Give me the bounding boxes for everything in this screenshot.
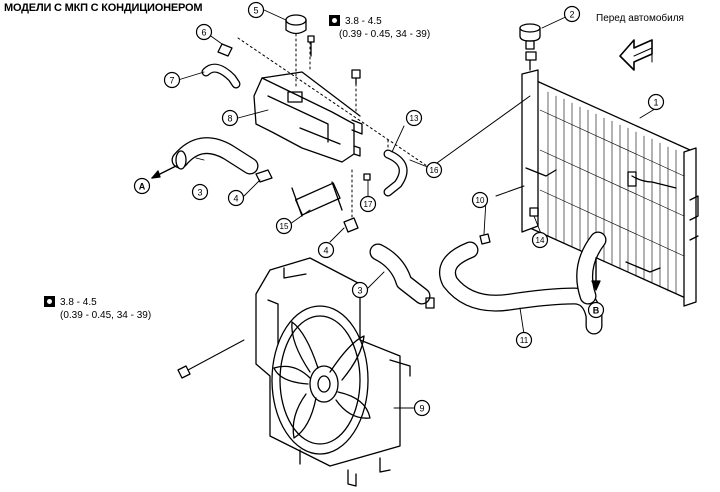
- svg-text:1: 1: [653, 98, 658, 108]
- clip-14: [529, 207, 539, 217]
- svg-text:14: 14: [536, 236, 545, 245]
- marker-b: B: [587, 301, 605, 319]
- svg-text:9: 9: [419, 404, 424, 414]
- front-direction-arrow: [619, 39, 653, 71]
- radiator: [521, 51, 699, 307]
- callout-4a: 4: [227, 189, 245, 207]
- fan-hub: [309, 365, 339, 403]
- svg-text:4: 4: [323, 246, 328, 256]
- callout-12: 12: [347, 121, 362, 136]
- clamp-4a: [255, 169, 273, 183]
- callout-11: 11: [515, 331, 533, 349]
- svg-text:13: 13: [410, 114, 419, 123]
- callout-3a: 3: [191, 183, 209, 201]
- svg-text:8: 8: [227, 114, 232, 124]
- fan-ring-inner: [279, 315, 361, 445]
- clip-6: [217, 43, 233, 57]
- callout-8: 8: [221, 109, 239, 127]
- callouts: 1 2 5 6 7 8 3 4 15 4 3 17 13 16 12 10 14…: [133, 1, 665, 417]
- torque-units: (0.39 - 0.45, 34 - 39): [339, 29, 431, 40]
- callout-5: 5: [247, 1, 265, 19]
- fan-blade: [291, 321, 319, 373]
- callout-10: 10: [471, 191, 489, 209]
- svg-text:A: A: [139, 182, 146, 192]
- callout-13: 13: [405, 109, 423, 127]
- callout-15: 15: [275, 217, 293, 235]
- callout-14: 14: [531, 231, 549, 249]
- svg-text:6: 6: [201, 28, 206, 38]
- fan-bolt: [177, 339, 245, 379]
- svg-text:5: 5: [253, 6, 258, 16]
- callout-17: 17: [359, 195, 377, 213]
- fan-ring-outer: [271, 305, 369, 455]
- radiator-core: [539, 91, 685, 295]
- callout-2: 2: [563, 5, 581, 23]
- lower-hose-3: [369, 243, 431, 305]
- callout-9: 9: [413, 399, 431, 417]
- arrow-b: [591, 257, 601, 291]
- callout-16: 16: [425, 161, 443, 179]
- upper-hose: [171, 137, 259, 175]
- torque-value: 3.8 - 4.5: [345, 16, 382, 27]
- torque-units: (0.39 - 0.45, 34 - 39): [60, 310, 152, 321]
- radiator-cap: [519, 23, 541, 50]
- svg-text:11: 11: [520, 336, 529, 345]
- callout-leaders: [177, 9, 664, 409]
- page-title: МОДЕЛИ С МКП С КОНДИЦИОНЕРОМ: [4, 2, 203, 14]
- svg-text:10: 10: [476, 196, 485, 205]
- callout-7: 7: [163, 71, 181, 89]
- callout-4b: 4: [317, 241, 335, 259]
- front-of-vehicle-label: Перед автомобиля: [596, 13, 684, 24]
- lower-radiator-hose: [439, 231, 607, 335]
- svg-text:2: 2: [569, 10, 574, 20]
- svg-text:16: 16: [430, 166, 439, 175]
- callout-1: 1: [647, 93, 665, 111]
- clamp-lower: [425, 297, 435, 309]
- svg-text:17: 17: [364, 200, 373, 209]
- clamp-4b: [343, 217, 359, 233]
- reservoir-tank: [253, 71, 363, 163]
- torque-wrench-icon: [44, 296, 55, 307]
- clip-10: [479, 233, 491, 245]
- marker-a: A: [133, 177, 151, 195]
- torque-wrench-icon: [329, 15, 340, 26]
- torque-value: 3.8 - 4.5: [60, 297, 97, 308]
- torque-spec-left: 3.8 - 4.5 (0.39 - 0.45, 34 - 39): [44, 296, 194, 324]
- leader-16: [429, 95, 531, 169]
- torque-spec-top: 3.8 - 4.5 (0.39 - 0.45, 34 - 39): [329, 15, 479, 43]
- svg-text:3: 3: [357, 286, 362, 296]
- tank-cap: [285, 14, 307, 35]
- water-pipe: [291, 181, 343, 217]
- svg-text:4: 4: [233, 194, 238, 204]
- callout-6: 6: [195, 23, 213, 41]
- fan-shroud: [255, 257, 411, 487]
- bolts: [307, 35, 371, 181]
- callout-3b: 3: [351, 281, 369, 299]
- svg-text:7: 7: [169, 76, 174, 86]
- svg-text:3: 3: [197, 188, 202, 198]
- arrow-a: [151, 165, 177, 179]
- svg-text:B: B: [593, 306, 600, 316]
- svg-text:15: 15: [280, 222, 289, 231]
